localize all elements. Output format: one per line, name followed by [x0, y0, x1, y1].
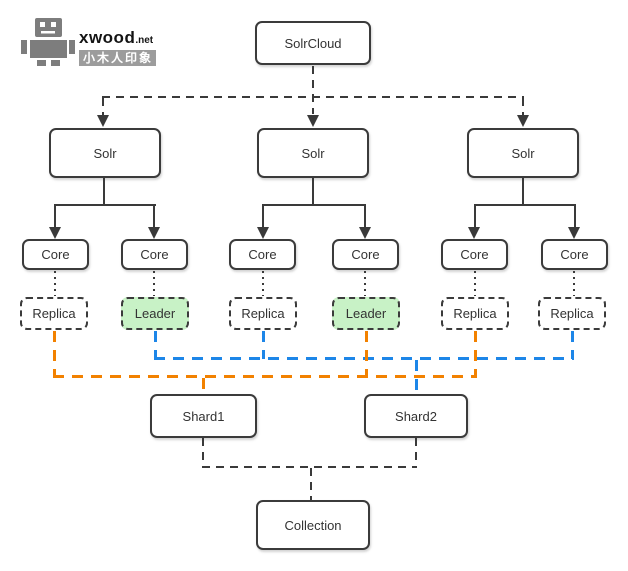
replica-node-4: Replica	[538, 297, 606, 330]
robot-icon	[21, 18, 75, 66]
brand-name: xwood	[79, 28, 136, 47]
shard2-collection-line	[415, 438, 417, 468]
core3-replica2-dotted-line	[262, 271, 264, 296]
core2-stub-line	[153, 206, 155, 227]
arrowhead-to-solr1	[97, 115, 109, 127]
core3-stub-line	[262, 206, 264, 227]
shard1-node: Shard1	[150, 394, 257, 438]
replica-node-2: Replica	[229, 297, 297, 330]
solr3-stub-line	[522, 98, 524, 115]
solr-node-2: Solr	[257, 128, 369, 178]
solr2-down-line	[312, 178, 314, 206]
replica2-shard2-link	[262, 331, 265, 359]
core-node-3: Core	[229, 239, 296, 270]
arrowhead-to-core5	[468, 227, 480, 239]
core1-replica1-dotted-line	[54, 271, 56, 296]
core5-stub-line	[474, 206, 476, 227]
arrowhead-to-core2	[148, 227, 160, 239]
arrowhead-to-core3	[257, 227, 269, 239]
core-node-5: Core	[441, 239, 508, 270]
solrcloud-drop-line	[312, 66, 314, 114]
solrcloud-bus-line	[102, 96, 524, 98]
shard2-bus-line	[154, 357, 574, 360]
core-node-6: Core	[541, 239, 608, 270]
solr-node-1: Solr	[49, 128, 161, 178]
collection-bus-line	[202, 466, 417, 468]
core4-stub-line	[364, 206, 366, 227]
collection-node: Collection	[256, 500, 370, 550]
xwood-logo: xwood.net 小木人印象	[20, 16, 157, 66]
replica4-shard2-link	[571, 331, 574, 359]
replica1-shard1-link	[53, 331, 56, 377]
core5-replica3-dotted-line	[474, 271, 476, 296]
core4-leader2-dotted-line	[364, 271, 366, 296]
solr3-split-line	[474, 204, 576, 206]
collection-drop-line	[310, 468, 312, 500]
core-node-4: Core	[332, 239, 399, 270]
solr1-down-line	[103, 178, 105, 206]
brand-tagline: 小木人印象	[79, 50, 157, 66]
arrowhead-to-core6	[568, 227, 580, 239]
shard1-collection-line	[202, 438, 204, 468]
replica3-shard1-link	[474, 331, 477, 377]
solr2-split-line	[262, 204, 366, 206]
arrowhead-to-core1	[49, 227, 61, 239]
solrcloud-node: SolrCloud	[255, 21, 371, 65]
shard1-drop-line	[202, 378, 205, 394]
shard1-bus-line	[53, 375, 477, 378]
leader-node-1: Leader	[121, 297, 189, 330]
solr1-stub-line	[102, 98, 104, 115]
leader-node-2: Leader	[332, 297, 400, 330]
brand-text: xwood.net	[79, 28, 156, 48]
solr-node-3: Solr	[467, 128, 579, 178]
solr3-down-line	[522, 178, 524, 206]
shard2-drop-line	[415, 360, 418, 394]
core-node-2: Core	[121, 239, 188, 270]
arrowhead-to-solr2	[307, 115, 319, 127]
leader1-shard2-link	[154, 331, 157, 359]
arrowhead-to-solr3	[517, 115, 529, 127]
arrowhead-to-core4	[359, 227, 371, 239]
core6-stub-line	[574, 206, 576, 227]
core1-stub-line	[54, 206, 56, 227]
core-node-1: Core	[22, 239, 89, 270]
core2-leader1-dotted-line	[153, 271, 155, 296]
solr1-split-line	[54, 204, 156, 206]
replica-node-3: Replica	[441, 297, 509, 330]
replica-node-1: Replica	[20, 297, 88, 330]
core6-replica4-dotted-line	[573, 271, 575, 296]
shard2-node: Shard2	[364, 394, 468, 438]
leader2-shard1-link	[365, 331, 368, 377]
brand-tld: .net	[135, 35, 154, 46]
